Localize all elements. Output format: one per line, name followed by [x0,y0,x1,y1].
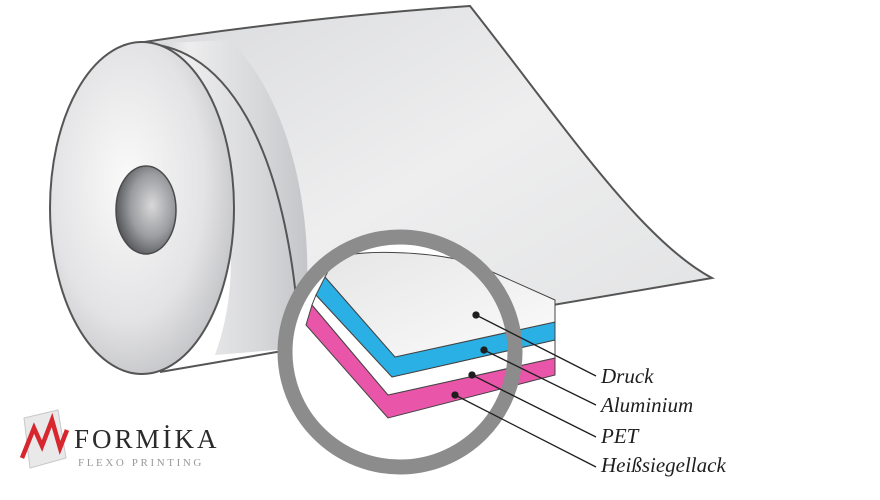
magnifier-ring [277,229,523,475]
leader-lines [451,311,597,468]
logo-wordmark: FORMİKA [74,424,220,454]
label-pet: PET [600,424,640,448]
formika-logo: FORMİKA FLEXO PRINTING [19,409,220,469]
logo-tagline: FLEXO PRINTING [78,457,204,469]
roll-core-hole [115,165,177,255]
label-heisssiegellack: Heißsiegellack [600,453,726,477]
logo-mark-icon [19,409,70,469]
label-druck: Druck [600,364,654,388]
roll-body [125,40,308,355]
label-aluminium: Aluminium [599,393,693,417]
